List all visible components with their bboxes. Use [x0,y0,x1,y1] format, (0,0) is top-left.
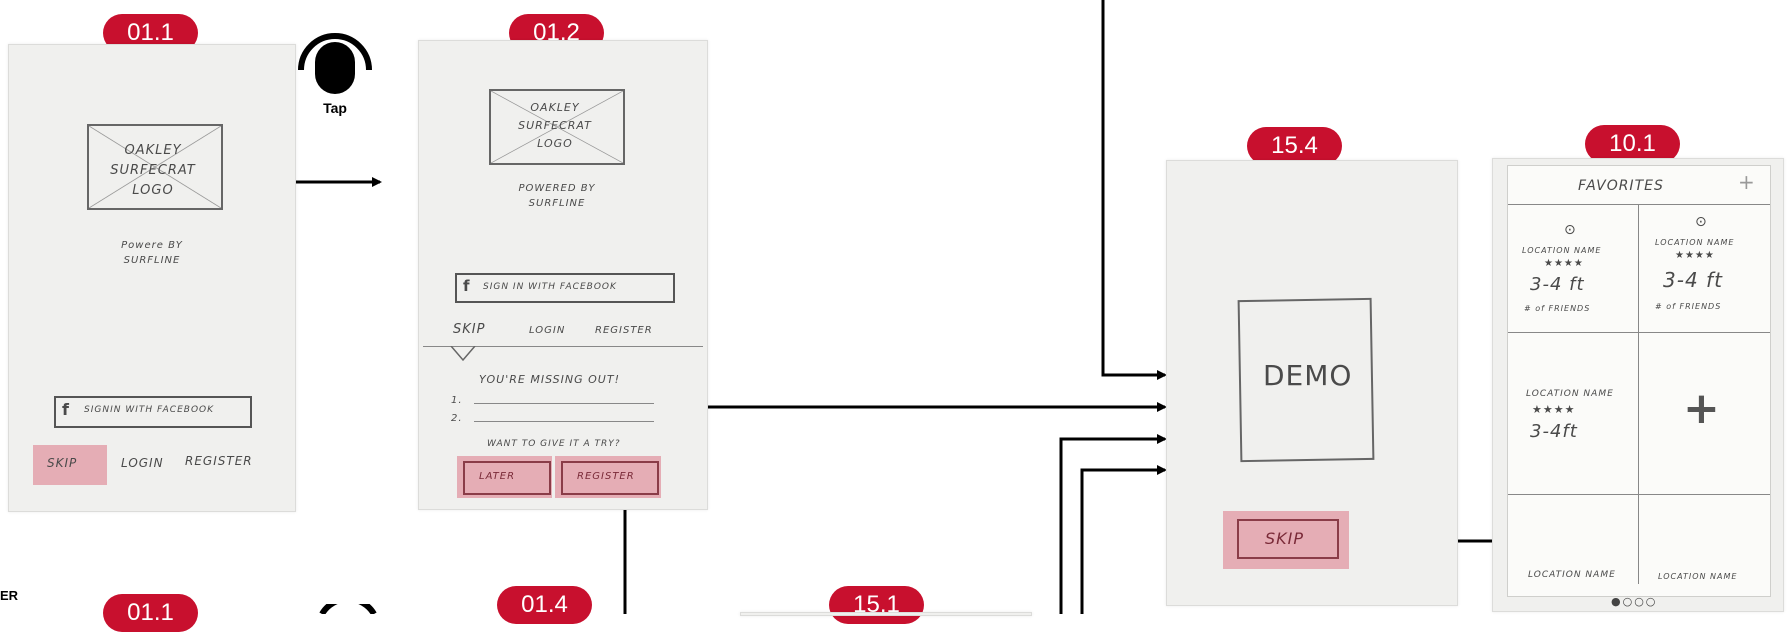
tap-gesture: Tap [293,8,377,118]
skip-link[interactable]: SKIP [453,322,486,337]
divider-line [423,346,703,347]
friends-count: # of FRIENDS [1524,304,1591,313]
grid-row-2 [1508,494,1770,495]
rating-stars: ★★★★ [1532,403,1576,416]
callout-pointer [450,346,476,362]
facebook-signin-label: SIGN IN WITH FACEBOOK [483,282,617,292]
screen-badge-15-4: 15.4 [1247,127,1342,165]
grid-vertical [1638,204,1639,584]
wave-height: 3-4 ft [1663,268,1723,292]
logo-text: OAKLEY SURFECRAT LOGO [110,143,196,198]
logo-placeholder [489,89,625,165]
list-line-2 [474,421,654,422]
login-link[interactable]: LOGIN [121,456,164,470]
title-divider [1508,204,1770,205]
tap-icon-bottom [319,604,377,614]
register-button[interactable]: REGISTER [561,461,659,495]
arrow-bottom1-to-154 [1059,434,1167,614]
add-icon[interactable]: + [1738,170,1756,194]
screen-badge-01-1-bottom: 01.1 [103,594,198,632]
skip-button[interactable]: SKIP [1237,519,1339,559]
screen-badge-10-1: 10.1 [1585,125,1680,163]
page-indicator-dots[interactable]: ●○○○ [1611,595,1658,608]
tap-label: Tap [323,100,347,116]
powered-by-text: POWERED BY SURFLINE [518,183,596,209]
tap-icon [298,33,372,94]
sketch-screen-15-1-partial [740,612,1032,616]
list-line-1 [474,403,654,404]
logo-text: OAKLEY SURFECRAT LOGO [518,101,592,150]
wave-height: 3-4ft [1530,421,1578,442]
missing-out-text: YOU'RE MISSING OUT! [479,373,620,386]
grid-row-1 [1508,332,1770,333]
wave-height: 3-4 ft [1530,274,1585,295]
add-favorite-cell[interactable]: + [1639,333,1770,493]
powered-by-text: Powere BY SURFLINE [121,240,183,266]
location-name: LOCATION NAME [1522,246,1602,255]
list-item-1: 1. [451,395,463,406]
favorites-sheet: FAVORITES + ⊙ LOCATION NAME ★★★★ 3-4 ft … [1507,165,1771,597]
facebook-signin-button[interactable]: f SIGN IN WITH FACEBOOK [455,273,675,303]
try-question-text: WANT TO GIVE IT A TRY? [487,439,621,449]
location-name: LOCATION NAME [1655,238,1735,247]
location-pin-icon: ⊙ [1695,214,1708,230]
later-button-label: LATER [479,471,516,482]
login-link[interactable]: LOGIN [529,325,566,336]
favorite-cell[interactable]: LOCATION NAME ★★★★ 3-4ft [1508,333,1638,493]
sketch-screen-15-4: DEMO SKIP [1166,160,1458,606]
register-button-label: REGISTER [577,471,635,482]
list-item-2: 2. [451,413,463,424]
facebook-signin-label: SIGNIN WITH FACEBOOK [84,405,215,415]
location-pin-icon: ⊙ [1564,222,1577,238]
rating-stars: ★★★★ [1675,250,1715,261]
sketch-screen-10-1: FAVORITES + ⊙ LOCATION NAME ★★★★ 3-4 ft … [1492,158,1784,612]
facebook-icon: f [463,277,471,295]
favorite-cell[interactable]: ⊙ LOCATION NAME ★★★★ 3-4 ft # of FRIENDS [1639,204,1770,332]
logo-placeholder [87,124,223,210]
arrow-bottom2-to-154 [1080,465,1167,614]
skip-button-label: SKIP [1265,529,1305,548]
location-name: LOCATION NAME [1658,572,1738,581]
register-link[interactable]: REGISTER [595,325,653,336]
register-link[interactable]: REGISTER [185,454,253,468]
favorites-title: FAVORITES [1578,178,1664,194]
facebook-signin-button[interactable]: f SIGNIN WITH FACEBOOK [54,396,252,428]
screen-badge-15-1: 15.1 [829,586,924,624]
rating-stars: ★★★★ [1544,258,1584,269]
sketch-screen-01-1: OAKLEY SURFECRAT LOGO Powere BY SURFLINE… [8,44,296,512]
sketch-screen-01-2: OAKLEY SURFECRAT LOGO POWERED BY SURFLIN… [418,40,708,510]
facebook-icon: f [62,400,70,419]
screen-badge-01-4: 01.4 [497,586,592,624]
later-highlight [457,456,552,498]
register-highlight [555,456,661,498]
arrow-top-to-154 [1101,0,1167,380]
demo-label: DEMO [1263,359,1353,392]
edge-label: ER [0,588,19,603]
friends-count: # of FRIENDS [1655,302,1722,311]
location-name: LOCATION NAME [1528,570,1616,580]
skip-link[interactable]: SKIP [47,456,78,470]
skip-highlight[interactable] [33,445,107,485]
later-button[interactable]: LATER [463,461,551,495]
favorite-cell[interactable]: ⊙ LOCATION NAME ★★★★ 3-4 ft # of FRIENDS [1508,204,1638,332]
add-plus-icon: + [1683,383,1720,434]
location-name: LOCATION NAME [1526,389,1614,399]
